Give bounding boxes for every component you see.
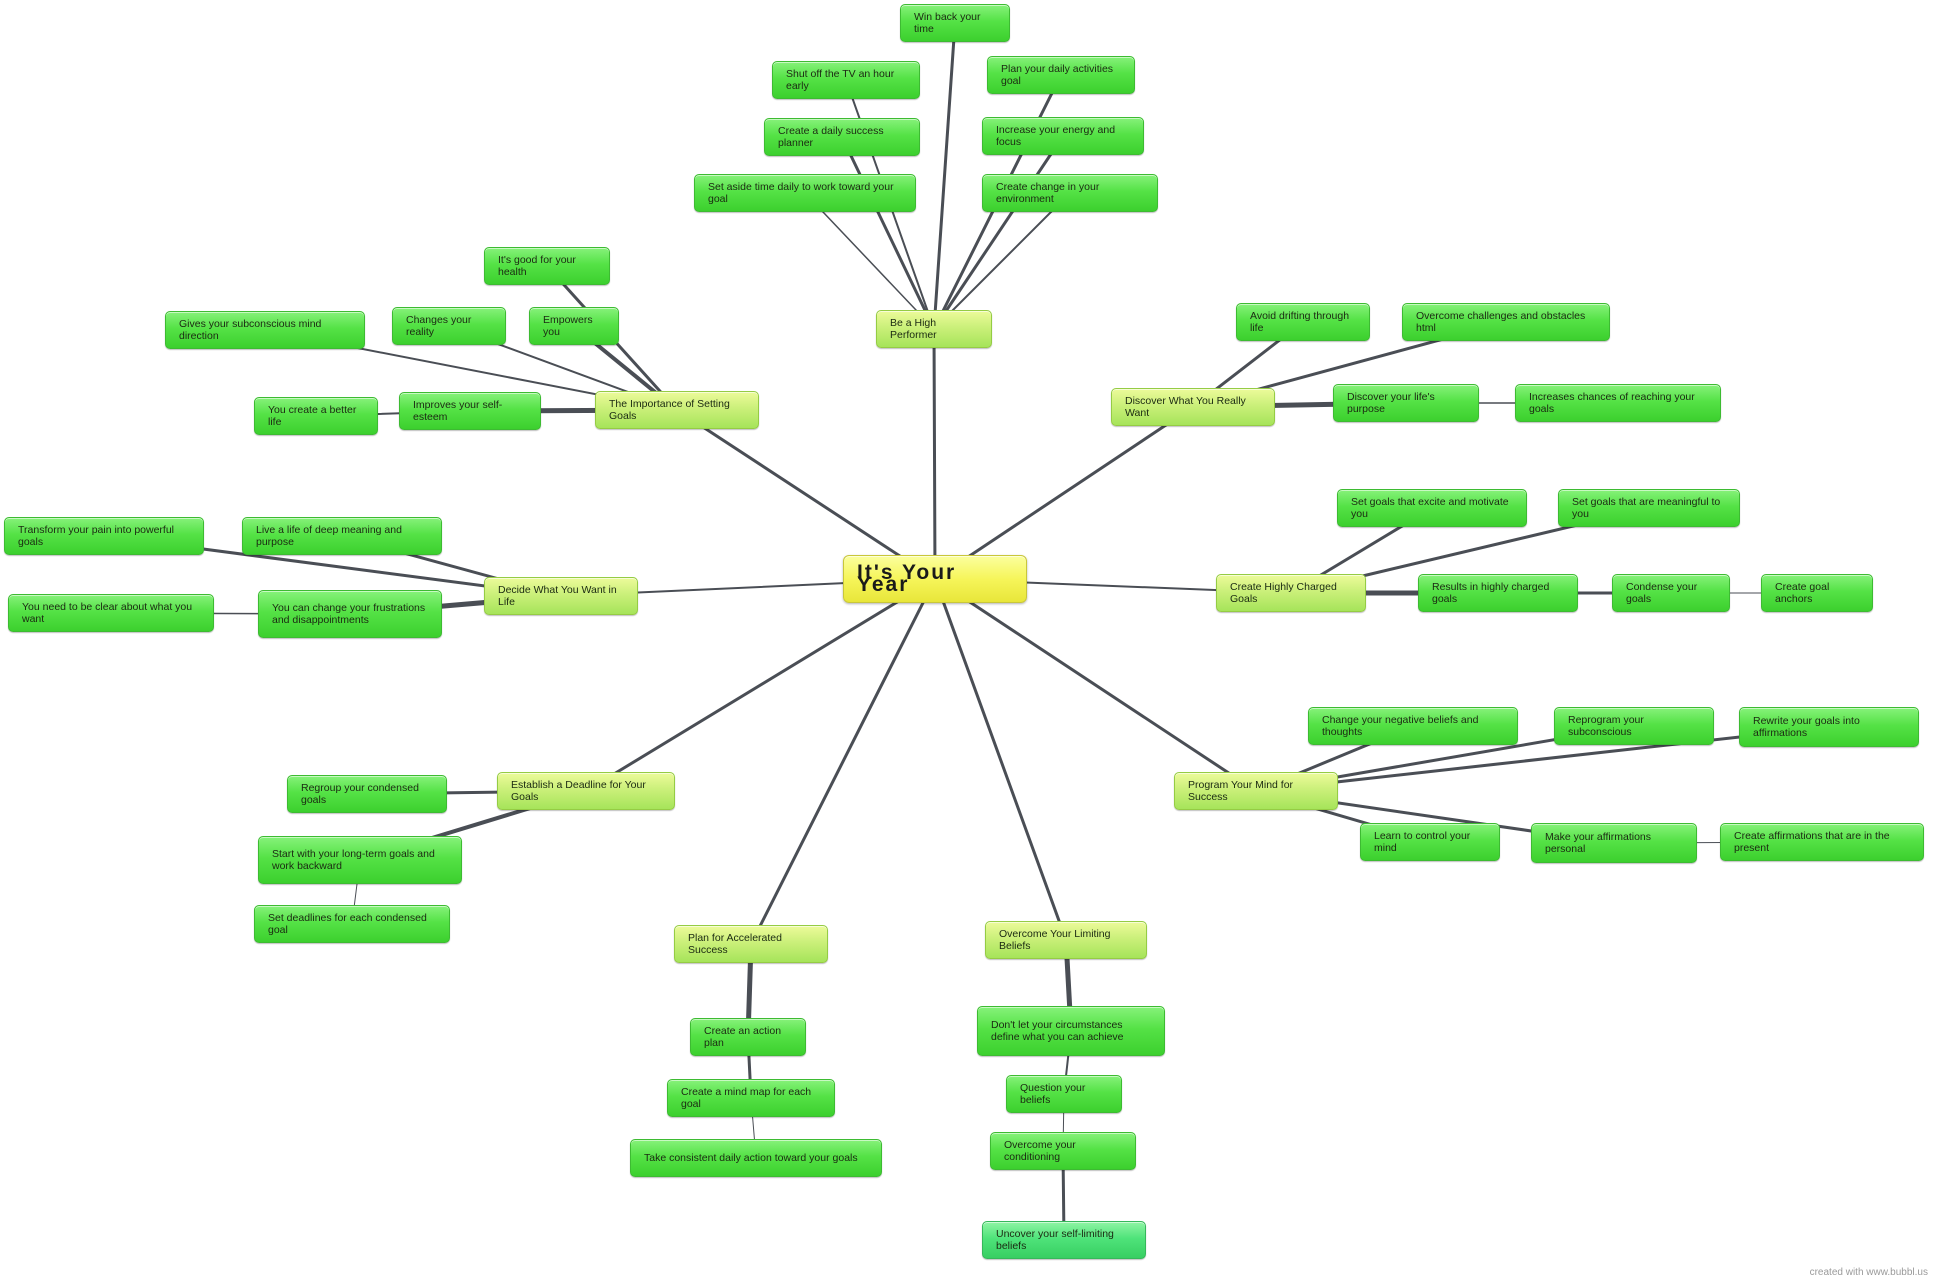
node-regroup-condensed-goals[interactable]: Regroup your condensed goals bbox=[287, 775, 447, 813]
connector-prog-to-prog-rewrite bbox=[1254, 725, 1831, 793]
connector-hp-to-hp-aside bbox=[804, 192, 935, 330]
connector-root-to-lim bbox=[933, 577, 1068, 942]
node-change-environment[interactable]: Create change in your environment bbox=[982, 174, 1158, 212]
node-goals-meaningful[interactable]: Set goals that are meaningful to you bbox=[1558, 489, 1740, 527]
node-affirmations-present[interactable]: Create affirmations that are in the pres… bbox=[1720, 823, 1924, 861]
node-create-action-plan[interactable]: Create an action plan bbox=[690, 1018, 806, 1056]
node-increases-chances[interactable]: Increases chances of reaching your goals bbox=[1515, 384, 1721, 422]
node-uncover-self-limiting[interactable]: Uncover your self-limiting beliefs bbox=[982, 1221, 1146, 1259]
node-mind-map-each-goal[interactable]: Create a mind map for each goal bbox=[667, 1079, 835, 1117]
node-set-aside-time[interactable]: Set aside time daily to work toward your… bbox=[694, 174, 916, 212]
node-highly-charged-results[interactable]: Results in highly charged goals bbox=[1418, 574, 1578, 612]
node-plan-daily-activities[interactable]: Plan your daily activities goal bbox=[987, 56, 1135, 94]
node-overcome-obstacles[interactable]: Overcome challenges and obstacles html bbox=[1402, 303, 1610, 341]
node-reprogram-subconscious[interactable]: Reprogram your subconscious bbox=[1554, 707, 1714, 745]
node-circumstances[interactable]: Don't let your circumstances define what… bbox=[977, 1006, 1165, 1056]
node-consistent-daily-action[interactable]: Take consistent daily action toward your… bbox=[630, 1139, 882, 1177]
node-overcome-conditioning[interactable]: Overcome your conditioning bbox=[990, 1132, 1136, 1170]
node-subconscious-direction[interactable]: Gives your subconscious mind direction bbox=[165, 311, 365, 349]
connector-root-to-prog bbox=[933, 577, 1258, 793]
node-daily-success-planner[interactable]: Create a daily success planner bbox=[764, 118, 920, 156]
node-control-your-mind[interactable]: Learn to control your mind bbox=[1360, 823, 1500, 861]
connector-hp-to-hp-win bbox=[932, 21, 957, 331]
node-long-term-backward[interactable]: Start with your long-term goals and work… bbox=[258, 836, 462, 884]
branch-plan-for-accelerated-success[interactable]: Plan for Accelerated Success bbox=[674, 925, 828, 963]
node-change-frustrations[interactable]: You can change your frustrations and dis… bbox=[258, 590, 442, 638]
node-changes-reality[interactable]: Changes your reality bbox=[392, 307, 506, 345]
branch-overcome-limiting-beliefs[interactable]: Overcome Your Limiting Beliefs bbox=[985, 921, 1147, 959]
node-self-esteem[interactable]: Improves your self-esteem bbox=[399, 392, 541, 430]
node-shut-off-tv[interactable]: Shut off the TV an hour early bbox=[772, 61, 920, 99]
branch-create-highly-charged-goals[interactable]: Create Highly Charged Goals bbox=[1216, 574, 1366, 612]
connector-root-to-disc bbox=[933, 405, 1195, 581]
connector-root-to-dl bbox=[584, 577, 937, 793]
node-good-for-health[interactable]: It's good for your health bbox=[484, 247, 610, 285]
node-win-back-your-time[interactable]: Win back your time bbox=[900, 4, 1010, 42]
node-increase-energy-focus[interactable]: Increase your energy and focus bbox=[982, 117, 1144, 155]
node-avoid-drifting[interactable]: Avoid drifting through life bbox=[1236, 303, 1370, 341]
root-node[interactable]: It's Your Year bbox=[843, 555, 1027, 603]
node-rewrite-affirmations[interactable]: Rewrite your goals into affirmations bbox=[1739, 707, 1919, 747]
node-affirmations-personal[interactable]: Make your affirmations personal bbox=[1531, 823, 1697, 863]
connector-root-to-plan bbox=[749, 577, 937, 946]
connector-root-to-imp bbox=[675, 408, 937, 581]
node-be-clear[interactable]: You need to be clear about what you want bbox=[8, 594, 214, 632]
node-better-life[interactable]: You create a better life bbox=[254, 397, 378, 435]
branch-be-a-high-performer[interactable]: Be a High Performer bbox=[876, 310, 992, 348]
connector-hp-to-hp-env bbox=[933, 192, 1071, 330]
branch-decide-what-you-want[interactable]: Decide What You Want in Life bbox=[484, 577, 638, 615]
branch-program-your-mind[interactable]: Program Your Mind for Success bbox=[1174, 772, 1338, 810]
credit-text: created with www.bubbl.us bbox=[1809, 1267, 1928, 1278]
node-condense-goals[interactable]: Condense your goals bbox=[1612, 574, 1730, 612]
node-empowers-you[interactable]: Empowers you bbox=[529, 307, 619, 345]
branch-establish-a-deadline[interactable]: Establish a Deadline for Your Goals bbox=[497, 772, 675, 810]
branch-importance-of-setting-goals[interactable]: The Importance of Setting Goals bbox=[595, 391, 759, 429]
node-question-beliefs[interactable]: Question your beliefs bbox=[1006, 1075, 1122, 1113]
node-deep-meaning[interactable]: Live a life of deep meaning and purpose bbox=[242, 517, 442, 555]
connector-hp-to-hp-energy bbox=[932, 134, 1065, 331]
node-change-negative-beliefs[interactable]: Change your negative beliefs and thought… bbox=[1308, 707, 1518, 745]
node-life-purpose[interactable]: Discover your life's purpose bbox=[1333, 384, 1479, 422]
node-goal-anchors[interactable]: Create goal anchors bbox=[1761, 574, 1873, 612]
node-set-deadlines[interactable]: Set deadlines for each condensed goal bbox=[254, 905, 450, 943]
connector-hp-to-hp-planner bbox=[840, 135, 936, 331]
connector-root-to-hp bbox=[932, 327, 937, 581]
node-goals-excite-motivate[interactable]: Set goals that excite and motivate you bbox=[1337, 489, 1527, 527]
branch-discover-what-you-really-want[interactable]: Discover What You Really Want bbox=[1111, 388, 1275, 426]
node-transform-pain[interactable]: Transform your pain into powerful goals bbox=[4, 517, 204, 555]
